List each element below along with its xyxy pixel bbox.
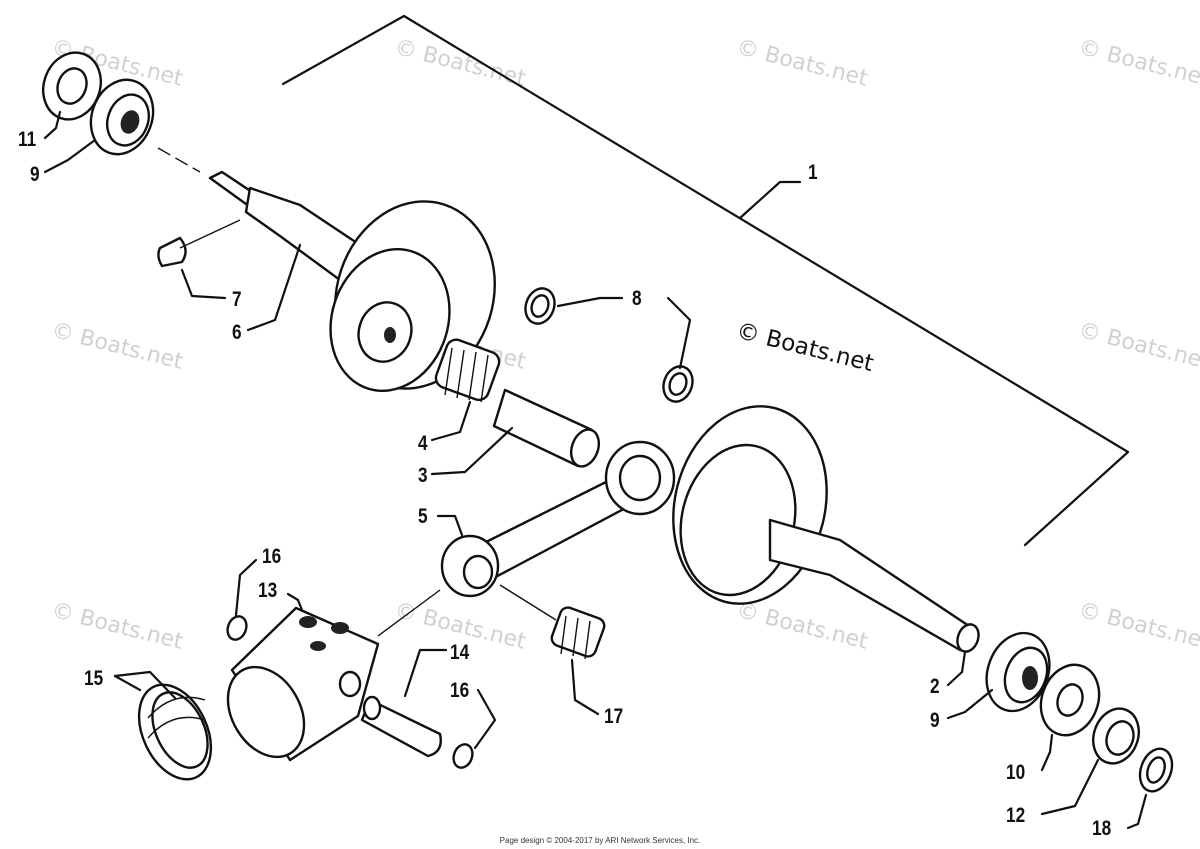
page-footer: Page design © 2004-2017 by ARI Network S…: [499, 836, 701, 845]
leader-6: [246, 243, 302, 332]
leader-2: [946, 650, 967, 687]
leader-14: [403, 648, 448, 698]
leader-15b: [113, 674, 142, 692]
piston-pin-part-14: [360, 695, 442, 758]
leader-16a: [234, 558, 258, 617]
callout-13: 13: [258, 579, 278, 602]
callout-2: 2: [930, 675, 940, 698]
callout-6: 6: [232, 321, 242, 344]
callout-8: 8: [632, 287, 642, 310]
leader-8b: [666, 296, 692, 370]
leader-18: [1126, 793, 1148, 830]
leader-9b: [946, 688, 994, 720]
connecting-rod-part-5: [440, 440, 676, 598]
axis-line: [157, 147, 201, 173]
circlip-part-16-bottom: [452, 743, 474, 769]
woodruff-key-part-7: [157, 236, 187, 268]
callout-9b: 9: [930, 709, 940, 732]
leader-17: [570, 658, 600, 716]
spacer-part-10: [1039, 663, 1101, 737]
callout-12: 12: [1006, 804, 1026, 827]
leader-11: [43, 110, 62, 140]
callout-18: 18: [1092, 817, 1112, 840]
needle-bearing-part-4: [434, 338, 501, 403]
callout-17: 17: [604, 705, 624, 728]
callout-9a: 9: [30, 163, 40, 186]
assembly-bracket: [281, 14, 1130, 547]
leader-10: [1040, 733, 1054, 772]
circlip-part-16-top: [226, 615, 248, 641]
callout-14: 14: [450, 641, 470, 664]
leader-12: [1040, 758, 1100, 816]
seal-part-18: [1138, 747, 1174, 793]
callout-7: 7: [232, 288, 242, 311]
piston-part-13: [226, 606, 380, 762]
piston-ring-part-15: [137, 683, 213, 781]
leader-8: [556, 296, 624, 308]
thrust-washer-part-8: [524, 287, 694, 403]
leader-1: [738, 180, 802, 220]
leader-7: [180, 268, 227, 300]
leader-3: [430, 426, 514, 476]
bearing-part-9-top: [89, 78, 155, 156]
callout-10: 10: [1006, 761, 1026, 784]
callout-16a: 16: [262, 545, 282, 568]
callout-4: 4: [418, 432, 428, 455]
leader-5: [436, 514, 464, 537]
axis-line-piston: [377, 589, 441, 637]
leader-9a: [43, 138, 97, 174]
callout-5: 5: [418, 505, 428, 528]
leader-13: [286, 592, 304, 612]
leader-16b: [473, 688, 497, 750]
bearing-part-12: [1092, 707, 1140, 765]
crankshaft-half-part-2: [672, 405, 980, 653]
callout-11: 11: [18, 128, 37, 151]
crank-pin-part-3: [492, 388, 601, 468]
needle-bearing-part-17: [550, 606, 606, 660]
callout-3: 3: [418, 464, 428, 487]
callout-16b: 16: [450, 679, 470, 702]
seal-part-11: [42, 51, 102, 121]
leader-15: [113, 670, 177, 700]
axis-line-rod: [499, 584, 557, 621]
key-line: [179, 219, 241, 249]
callout-15: 15: [84, 667, 104, 690]
callout-1: 1: [808, 161, 818, 184]
leader-4: [430, 400, 472, 442]
